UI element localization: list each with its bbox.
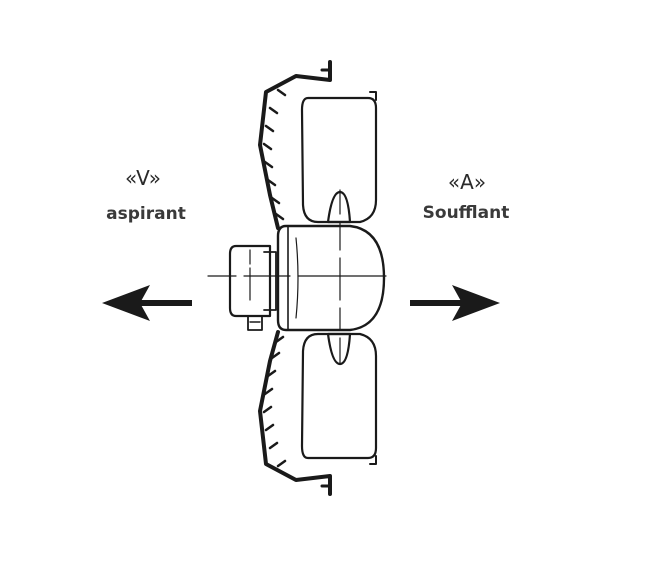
motor-hub: [276, 224, 386, 332]
suction-mode-label: «V»: [125, 166, 161, 190]
blowing-description: Soufflant: [422, 203, 510, 223]
suction-description: aspirant: [106, 204, 186, 224]
airflow-arrow-left: [102, 285, 192, 321]
airflow-arrow-right: [410, 285, 500, 321]
terminal-box: [228, 244, 277, 331]
fan-blade-top: [300, 91, 378, 224]
blowing-mode-label: «A»: [447, 170, 487, 194]
center-axis: [207, 189, 387, 365]
fan-blade-bottom: [300, 332, 378, 465]
fan-housing: [258, 60, 332, 496]
